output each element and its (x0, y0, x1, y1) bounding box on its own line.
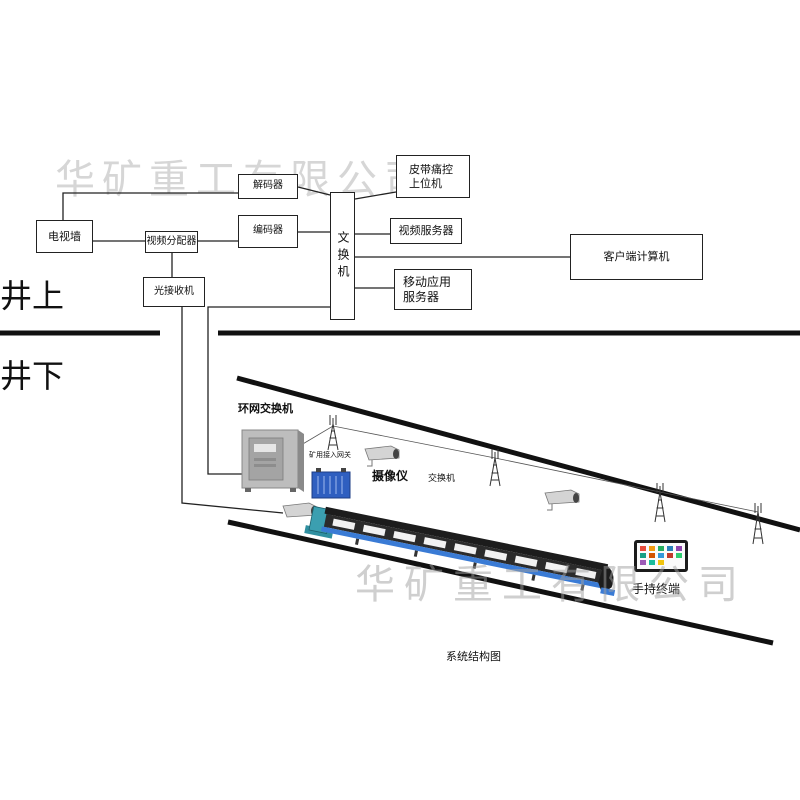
conveyor-frame-openings (332, 519, 596, 579)
gateway-port (316, 468, 321, 472)
access-gateway-label: 矿用接入网关 (309, 452, 351, 459)
decoder-box: 解码器 (238, 174, 298, 199)
app-icon (649, 553, 655, 558)
handheld-terminal-label: 手持终端 (632, 583, 680, 595)
app-icon (649, 546, 655, 551)
app-icon (658, 553, 664, 558)
conveyor-leg (414, 550, 418, 556)
cabinet-leg (245, 488, 251, 492)
app-icon (676, 546, 682, 551)
connector-tvwall-decoder (63, 193, 238, 220)
cabinet-side (298, 430, 304, 492)
app-icon (667, 546, 673, 551)
app-icon (658, 560, 664, 565)
conveyor-leg (355, 538, 359, 544)
handheld-tablet-icon (634, 540, 688, 572)
antenna-mast (490, 458, 500, 486)
access-gateway-icon (312, 468, 350, 498)
conveyor-leg (473, 562, 477, 568)
cabinet-display (254, 444, 276, 452)
cabinet-leg (290, 488, 296, 492)
app-icon (640, 546, 646, 551)
conveyor-tail-base (600, 587, 615, 596)
gateway-port (341, 468, 346, 472)
app-icon (658, 546, 664, 551)
belt-monitor-host-box: 皮带痛控 上位机 (396, 155, 470, 198)
encoder-box: 编码器 (238, 215, 298, 248)
mobile-app-server-label-line2: 服务器 (403, 290, 439, 305)
camera-bracket (547, 504, 552, 510)
connector-switch-beltmonitor (355, 192, 396, 199)
belt-monitor-host-label-line2: 上位机 (409, 177, 442, 191)
camera-lens (573, 493, 579, 503)
switch-box: 文换机 (330, 192, 355, 320)
antenna-ears (330, 415, 336, 425)
ring-network-switch-label: 环网交换机 (238, 403, 293, 414)
cabinet-vent (254, 458, 276, 461)
optical-receiver-box: 光接收机 (143, 277, 205, 307)
connector-decoder-switch (298, 187, 330, 195)
client-computer-label: 客户端计算机 (604, 250, 670, 264)
app-icon (649, 560, 655, 565)
video-server-box: 视频服务器 (390, 218, 462, 244)
diagram-caption: 系统结构图 (446, 651, 501, 662)
app-icon (640, 560, 646, 565)
mobile-app-server-label-line1: 移动应用 (403, 275, 451, 290)
app-icon (667, 553, 673, 558)
wireless-antenna-icon (490, 449, 500, 486)
app-icon (676, 553, 682, 558)
below-ground-label: 井下 (0, 360, 64, 392)
app-icon (640, 553, 646, 558)
wireless-antenna-icon (328, 415, 338, 450)
client-computer-box: 客户端计算机 (570, 234, 703, 280)
camera-icon (365, 446, 399, 466)
above-ground-label: 井上 (0, 280, 64, 312)
optical-receiver-label: 光接收机 (154, 286, 194, 299)
video-splitter-box: 视频分配器 (145, 231, 198, 253)
conveyor-leg (531, 574, 535, 580)
camera-bracket (367, 460, 372, 466)
wireless-antenna-icon (655, 483, 665, 522)
camera-label: 摄像仪 (372, 470, 408, 482)
camera-icon (545, 490, 579, 510)
wireless-antenna-icon (753, 503, 763, 544)
camera-lens (393, 449, 399, 459)
video-server-label: 视频服务器 (399, 224, 454, 238)
tv-wall-box: 电视墙 (36, 220, 93, 253)
decoder-label: 解码器 (253, 180, 283, 193)
tunnel-floor (228, 522, 773, 643)
switch-label: 文换机 (335, 231, 350, 282)
antenna-mast (655, 492, 665, 522)
tv-wall-label: 电视墙 (48, 230, 81, 244)
encoder-label: 编码器 (253, 225, 283, 238)
video-splitter-label: 视频分配器 (147, 236, 197, 249)
ring-switch-cabinet-icon (242, 430, 304, 492)
mobile-app-server-box: 移动应用 服务器 (394, 269, 472, 310)
underground-switch-label: 交换机 (428, 475, 455, 484)
belt-monitor-host-label-line1: 皮带痛控 (409, 163, 453, 177)
conveyor-leg (580, 584, 584, 590)
cabinet-vent (254, 464, 276, 467)
